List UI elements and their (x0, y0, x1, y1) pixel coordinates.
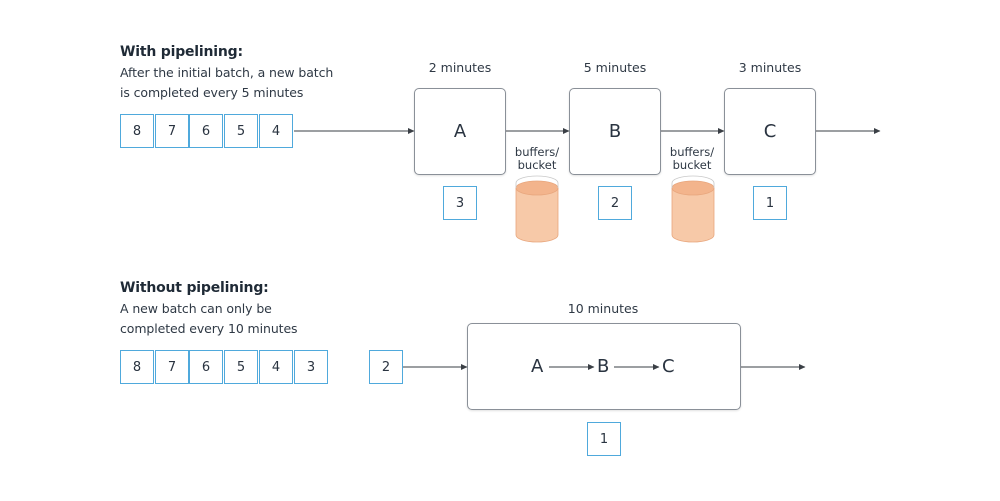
buffer-1-label: buffers/ bucket (502, 146, 572, 172)
queue-batch: 4 (259, 350, 293, 384)
stage-a-box: A (414, 88, 506, 175)
unpipelined-desc-line1: A new batch can only be (120, 301, 272, 316)
buffer-2-label: buffers/ bucket (657, 146, 727, 172)
stage-c-duration: 3 minutes (738, 60, 802, 75)
unpipelined-title: Without pipelining: (120, 280, 269, 296)
combined-stage-box (467, 323, 741, 410)
stage-c-batch: 1 (753, 186, 787, 220)
unpipelined-desc-line2: completed every 10 minutes (120, 321, 298, 336)
stage-a-duration: 2 minutes (428, 60, 492, 75)
buffer-2-label-line1: buffers/ (669, 145, 715, 159)
stage-b-box: B (569, 88, 661, 175)
bucket-2-icon (671, 175, 715, 243)
bucket-1-icon (515, 175, 559, 243)
combined-stage-c: C (662, 356, 675, 377)
queue-batch: 7 (155, 350, 189, 384)
buffer-1-label-line1: buffers/ (514, 145, 560, 159)
waiting-batch: 2 (369, 350, 403, 384)
combined-duration: 10 minutes (567, 301, 639, 316)
queue-batch: 6 (189, 350, 223, 384)
queue-batch: 8 (120, 350, 154, 384)
buffer-2-label-line2: bucket (672, 158, 712, 172)
queue-batch: 3 (294, 350, 328, 384)
stage-b-duration: 5 minutes (583, 60, 647, 75)
combined-stage-a: A (531, 356, 544, 377)
pipelined-desc-line1: After the initial batch, a new batch (120, 65, 334, 80)
combined-batch: 1 (587, 422, 621, 456)
queue-batch: 6 (189, 114, 223, 148)
stage-c-box: C (724, 88, 816, 175)
pipelined-desc-line2: is completed every 5 minutes (120, 85, 304, 100)
stage-a-batch: 3 (443, 186, 477, 220)
pipelined-title: With pipelining: (120, 44, 243, 60)
queue-batch: 4 (259, 114, 293, 148)
combined-stage-b: B (597, 356, 610, 377)
stage-b-batch: 2 (598, 186, 632, 220)
queue-batch: 7 (155, 114, 189, 148)
queue-batch: 5 (224, 350, 258, 384)
queue-batch: 8 (120, 114, 154, 148)
buffer-1-label-line2: bucket (517, 158, 557, 172)
queue-batch: 5 (224, 114, 258, 148)
